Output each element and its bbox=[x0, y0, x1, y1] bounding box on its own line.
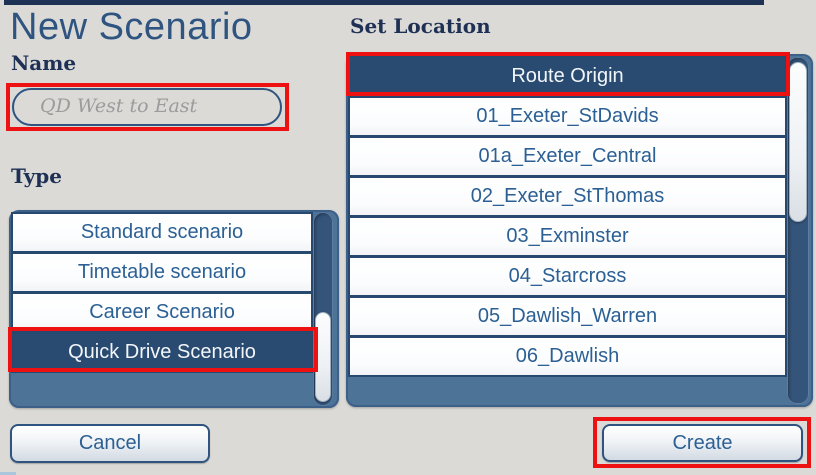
type-list: Standard scenario Timetable scenario Car… bbox=[9, 210, 339, 408]
location-option-01a-exeter-central[interactable]: 01a_Exeter_Central bbox=[350, 138, 785, 175]
location-option-05-dawlish-warren[interactable]: 05_Dawlish_Warren bbox=[350, 298, 785, 335]
location-list-rows: Route Origin 01_Exeter_StDavids 01a_Exet… bbox=[348, 56, 787, 377]
type-list-rows: Standard scenario Timetable scenario Car… bbox=[11, 212, 313, 373]
location-list-scrollbar-thumb[interactable] bbox=[789, 62, 807, 222]
page-title: New Scenario bbox=[10, 6, 253, 48]
location-option-route-origin[interactable]: Route Origin bbox=[350, 58, 785, 95]
cancel-button[interactable]: Cancel bbox=[10, 424, 210, 463]
type-option-career-scenario[interactable]: Career Scenario bbox=[13, 294, 311, 331]
create-button[interactable]: Create bbox=[602, 424, 803, 462]
scenario-name-input[interactable] bbox=[12, 88, 282, 126]
location-list-scrollbar-track[interactable] bbox=[787, 57, 809, 404]
type-option-quick-drive-scenario[interactable]: Quick Drive Scenario bbox=[13, 334, 311, 371]
type-option-timetable-scenario[interactable]: Timetable scenario bbox=[13, 254, 311, 291]
type-option-standard-scenario[interactable]: Standard scenario bbox=[13, 214, 311, 251]
set-location-label: Set Location bbox=[350, 14, 491, 38]
location-option-03-exminster[interactable]: 03_Exminster bbox=[350, 218, 785, 255]
type-list-scrollbar-thumb[interactable] bbox=[315, 312, 331, 402]
location-option-06-dawlish[interactable]: 06_Dawlish bbox=[350, 338, 785, 375]
type-list-scrollbar-track[interactable] bbox=[313, 212, 333, 406]
location-option-02-exeter-stthomas[interactable]: 02_Exeter_StThomas bbox=[350, 178, 785, 215]
location-option-01-exeter-stdavids[interactable]: 01_Exeter_StDavids bbox=[350, 98, 785, 135]
top-accent-bar bbox=[4, 0, 764, 5]
type-label: Type bbox=[11, 164, 63, 188]
location-list: Route Origin 01_Exeter_StDavids 01a_Exet… bbox=[346, 54, 813, 407]
bottom-edge-sliver bbox=[0, 472, 16, 475]
name-label: Name bbox=[11, 51, 77, 75]
location-option-04-starcross[interactable]: 04_Starcross bbox=[350, 258, 785, 295]
